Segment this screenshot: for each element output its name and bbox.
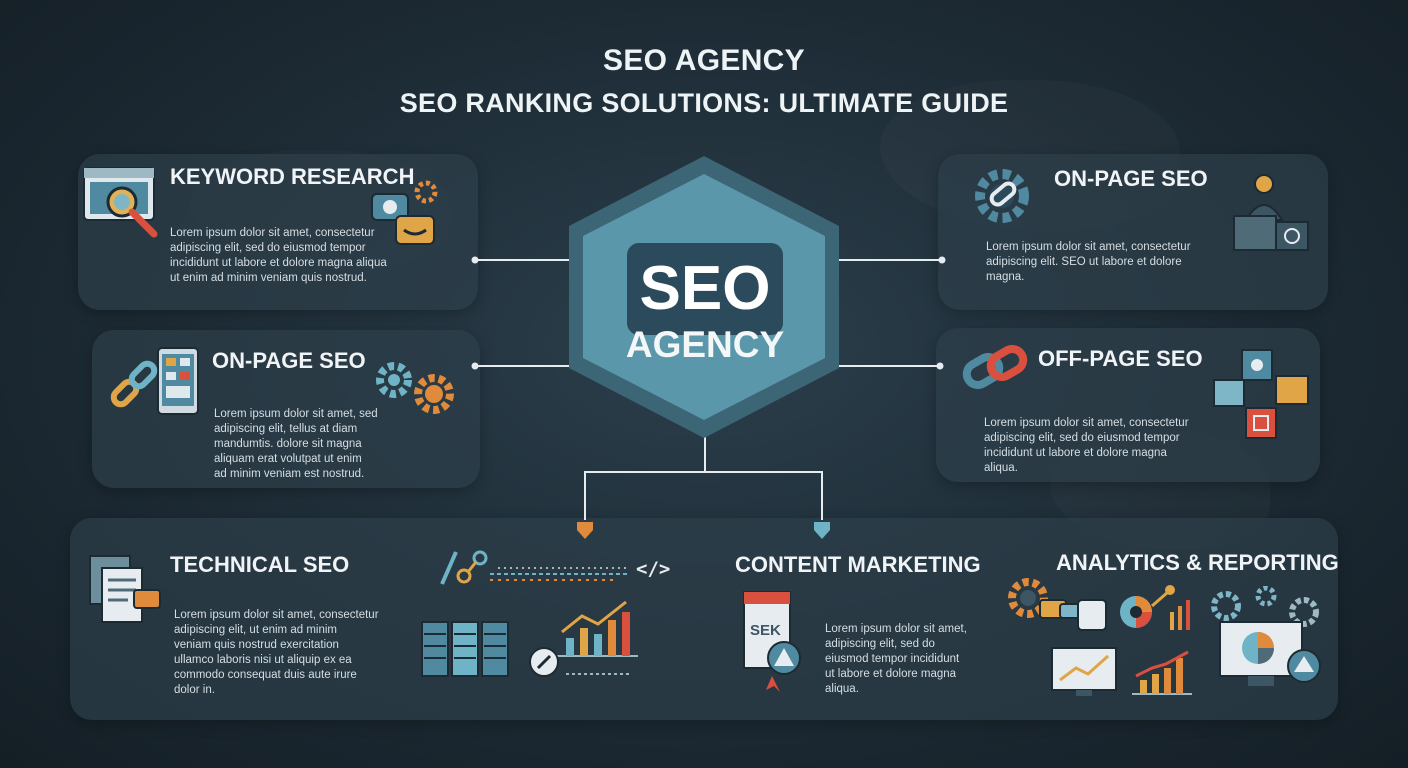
hub-label-agency: AGENCY <box>625 324 785 365</box>
card-title-technical-seo: TECHNICAL SEO <box>170 552 350 577</box>
card-title-analytics-reporting: ANALYTICS & REPORTING <box>1056 550 1339 575</box>
document-chat-icon <box>89 555 161 623</box>
card-body: Lorem ipsum dolor sit amet, consectetur … <box>170 227 387 284</box>
card-title-content-marketing: CONTENT MARKETING <box>735 552 981 577</box>
card-title: OFF-PAGE SEO <box>1038 346 1203 371</box>
chain-link-icon <box>962 345 1028 389</box>
connector-end <box>936 362 944 370</box>
document-label: SEK <box>750 622 781 639</box>
card-body-content-marketing: Lorem ipsum dolor sit amet, adipiscing e… <box>825 623 967 695</box>
page-title: SEO AGENCY <box>603 44 805 77</box>
browser-magnifier-icon <box>83 167 158 238</box>
content-document-icon <box>743 591 801 692</box>
card-body: Lorem ipsum dolor sit amet, sed adipisci… <box>214 408 378 480</box>
card-body: Lorem ipsum dolor sit amet, consectetur … <box>984 417 1189 474</box>
connector-end <box>471 256 479 264</box>
presenter-icon <box>1233 174 1309 251</box>
card-title: KEYWORD RESEARCH <box>170 164 415 189</box>
pie-network-icon <box>1077 585 1190 631</box>
gear-link-icon <box>975 169 1029 223</box>
hub-label-seo: SEO <box>627 243 783 335</box>
code-tag-icon: </> <box>636 558 671 580</box>
card-title: ON-PAGE SEO <box>1054 166 1208 191</box>
chat-gear-icon <box>371 180 438 245</box>
card-title: ON-PAGE SEO <box>212 348 366 373</box>
orange-marker-icon <box>577 522 593 539</box>
monitor-chart-icon <box>1051 647 1117 696</box>
bar-growth-icon <box>1132 650 1192 695</box>
card-body: Lorem ipsum dolor sit amet, consectetur … <box>986 241 1191 283</box>
teal-marker-icon <box>814 522 830 539</box>
chain-tablet-icon <box>110 347 199 415</box>
code-line-icon <box>440 550 628 585</box>
connector-end <box>938 256 946 264</box>
gear-cluster-icon <box>376 362 454 414</box>
connector-end <box>471 362 479 370</box>
gear-chat-icon <box>1008 578 1081 619</box>
card-body-technical-seo: Lorem ipsum dolor sit amet, consectetur … <box>174 609 379 696</box>
page-subtitle: SEO RANKING SOLUTIONS: ULTIMATE GUIDE <box>399 88 1009 118</box>
card-on-page-seo-left: ON-PAGE SEO Lorem ipsum dolor sit amet, … <box>92 330 480 488</box>
dashboard-gears-icon <box>1211 586 1321 686</box>
puzzle-blocks-icon <box>1213 349 1309 439</box>
growth-chart-icon <box>529 600 638 677</box>
server-rack-icon <box>421 621 509 677</box>
